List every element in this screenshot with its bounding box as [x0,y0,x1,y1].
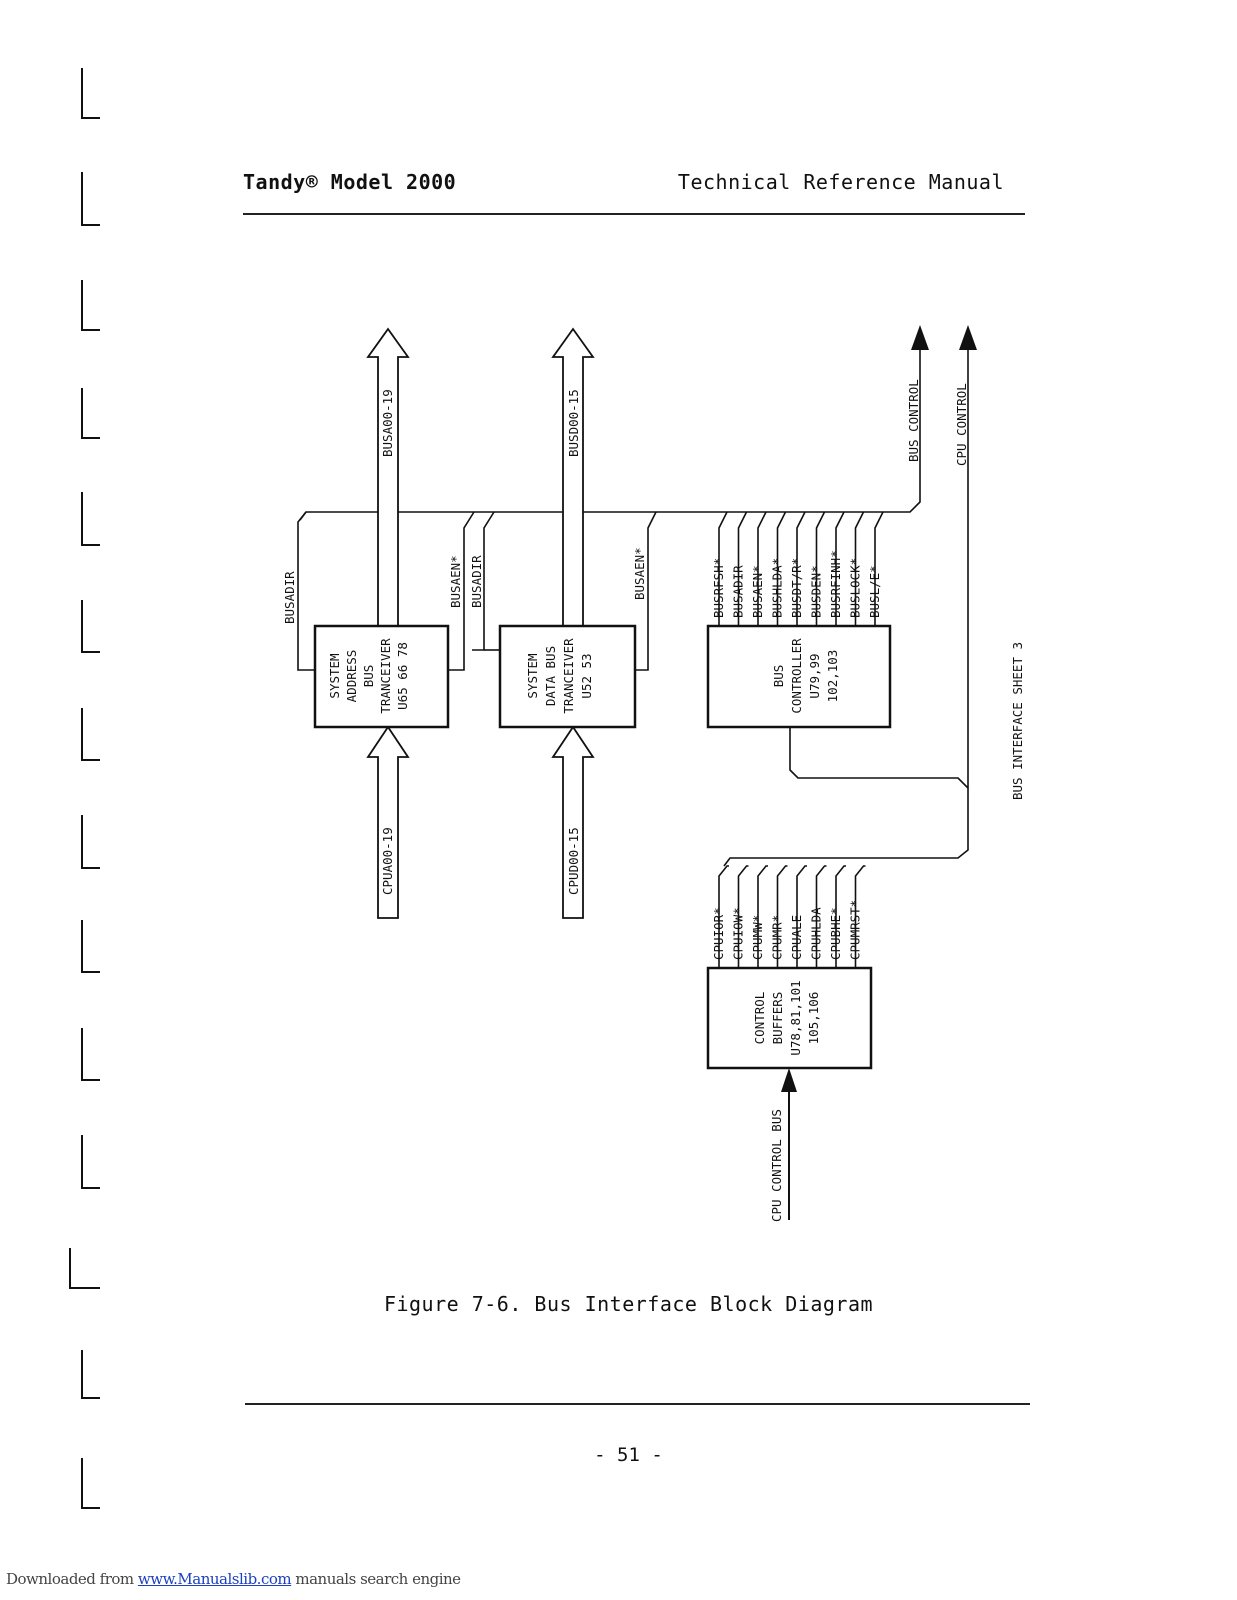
controller-signal-label: BUSHLDA* [770,558,785,618]
controller-signal-label: BUSRFSH* [711,558,726,618]
block-text-line: 105,106 [806,992,821,1045]
controller-signal-label: BUSL/E* [867,565,882,618]
data-busaen-label: BUSAEN* [632,547,647,600]
controller-signal-line [874,511,884,626]
address-busaen-label: BUSAEN* [448,555,463,608]
buffer-signal-label: CPUHLDA [809,907,824,960]
header-title: Tandy® Model 2000 [243,170,457,194]
block-text-line: BUFFERS [770,992,785,1045]
address-busadir-right-wire [472,511,495,651]
block-text-line: BUS [361,665,376,688]
block-text-line: TRANCEIVER [378,638,393,714]
bus-control-label: BUS CONTROL [906,379,921,462]
controller-signal-label: BUSRFINH* [828,550,843,618]
buffer-signal-label: CPUALE [789,915,804,960]
address-busadir-label: BUSADIR [282,571,297,624]
bus-controller-block [706,624,892,729]
cpu-control-bus-label: CPU CONTROL BUS [769,1109,784,1222]
busd-bus-arrow [551,327,595,627]
buffer-signal-lines [718,865,866,968]
data-transceiver-block [498,624,637,729]
block-text-line: U79,99 [807,653,822,698]
block-text-line: SYSTEM [525,653,540,698]
block-text-line: TRANCEIVER [561,638,576,714]
header-rule [243,213,1025,215]
buffer-signal-line [737,865,749,968]
page-number: - 51 - [594,1444,663,1466]
manualslib-link[interactable]: www.Manualslib.com [137,1570,292,1588]
busa-label: BUSA00-19 [380,389,395,457]
footer-suffix: manuals search engine [291,1570,461,1588]
controller-signal-line [757,511,767,626]
buffer-signal-line [796,865,807,968]
block-text-line: U78,81,101 [788,980,803,1055]
controller-signal-label: BUSDEN* [809,565,824,618]
block-text-line: 102,103 [825,650,840,703]
binder-marks [69,68,100,1509]
buffer-signal-label: CPUIOW* [731,907,746,960]
buffer-signal-label: CPUMRST* [848,900,863,960]
address-busaen-wire [448,511,475,671]
controller-signal-labels: BUSRFSH* BUSADIR BUSAEN* BUSHLDA* BUSDT/R* BU… [711,550,882,618]
buffer-signal-line [854,865,866,968]
address-transceiver-block [313,624,450,729]
side-note: BUS INTERFACE SHEET 3 [1010,642,1025,800]
buffer-signal-label: CPUMW* [750,915,765,960]
controller-signal-line [718,511,728,626]
controller-signal-line [854,511,865,626]
cpud-bus-arrow [551,725,595,919]
block-text-line: DATA BUS [543,646,558,706]
buffer-signal-line [757,865,768,968]
controller-signal-label: BUSLOCK* [848,558,863,618]
controller-signal-line [815,511,826,626]
cpu-control-bus-arrowhead [781,1068,797,1092]
block-text-line: ADDRESS [344,650,359,703]
control-buffers-block [706,966,873,1070]
block-text-line: CONTROLLER [789,638,804,714]
block-text-line: SYSTEM [327,653,342,698]
block-text-line: U52 53 [579,653,594,698]
busa-bus-arrow [366,327,410,627]
cpu-control-label: CPU CONTROL [954,383,969,466]
footer-rule [245,1403,1030,1405]
controller-signal-label: BUSDT/R* [789,558,804,618]
buffer-signal-line [718,865,729,968]
block-text-line: U65 66 78 [395,642,410,710]
controller-signal-line [737,511,748,626]
block-text-line: BUS [771,665,786,688]
buffer-signal-label: CPUBHE* [828,907,843,960]
buffer-signal-labels: CPUIOR* CPUIOW* CPUMW* CPUMR* CPUALE CPUHLDA C… [711,900,863,960]
data-busaen-wire [635,511,657,671]
bus-control-arrowhead [911,325,929,350]
busd-label: BUSD00-15 [566,389,581,457]
controller-to-cpu-control-wire [723,727,969,867]
controller-signal-line [835,511,845,626]
buffer-signal-line [776,865,788,968]
address-busadir-right-label: BUSADIR [469,555,484,608]
cpu-control-arrowhead [959,325,977,350]
buffer-signal-line [815,865,827,968]
controller-signal-lines [718,511,884,626]
buffer-signal-line [835,865,846,968]
download-footer: Downloaded from www.Manualslib.com manua… [6,1570,461,1588]
buffer-signal-label: CPUIOR* [711,907,726,960]
footer-prefix: Downloaded from [6,1570,138,1588]
cpua-label: CPUA00-19 [380,827,395,895]
figure-caption: Figure 7-6. Bus Interface Block Diagram [383,1292,874,1316]
address-busadir-wire [297,511,315,671]
cpud-label: CPUD00-15 [566,827,581,895]
controller-signal-line [796,511,806,626]
cpua-bus-arrow [366,725,410,919]
controller-signal-label: BUSAEN* [750,565,765,618]
controller-signal-label: BUSADIR [731,565,746,618]
buffer-signal-label: CPUMR* [770,915,785,960]
controller-signal-line [776,511,787,626]
block-text-line: CONTROL [752,992,767,1045]
header-manual-name: Technical Reference Manual [677,170,1004,194]
